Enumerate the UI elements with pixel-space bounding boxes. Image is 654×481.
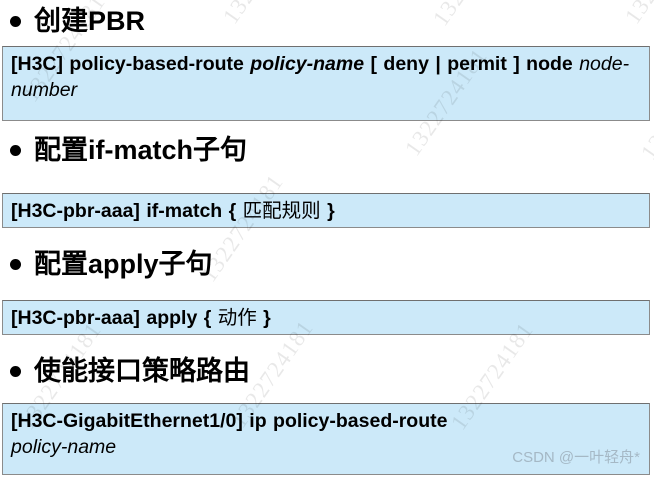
code-prompt: [H3C-GigabitEthernet1/0] xyxy=(11,410,243,432)
code-param-policy-name: policy-name xyxy=(250,53,365,75)
heading-text: 配置if-match子句 xyxy=(34,134,248,165)
heading-config-apply: 配置apply子句 xyxy=(0,245,654,283)
code-command: policy-based-route xyxy=(69,53,244,75)
code-param-action: 动作 xyxy=(217,307,257,329)
code-param-match-rule: 匹配规则 xyxy=(242,200,321,222)
heading-text: 配置apply子句 xyxy=(34,248,213,279)
code-command: apply xyxy=(146,307,198,329)
code-box-enable-interface: [H3C-GigabitEthernet1/0] ip policy-based… xyxy=(2,403,650,475)
code-box-if-match: [H3C-pbr-aaa] if-match { 匹配规则 } xyxy=(2,193,650,228)
code-options: [ deny | permit ] xyxy=(370,53,520,75)
bullet-dot-icon xyxy=(10,144,21,156)
heading-text: 创建PBR xyxy=(34,5,146,36)
code-box-create-pbr: [H3C] policy-based-route policy-name [ d… xyxy=(2,46,650,121)
code-line: [H3C-pbr-aaa] if-match { 匹配规则 } xyxy=(11,199,641,225)
code-box-apply: [H3C-pbr-aaa] apply { 动作 } xyxy=(2,300,650,335)
code-brace-close: } xyxy=(327,200,335,222)
bullet-dot-icon xyxy=(10,258,21,270)
code-line: [H3C] policy-based-route policy-name [ d… xyxy=(11,52,641,104)
code-prompt: [H3C-pbr-aaa] xyxy=(11,200,140,222)
code-brace-open: { xyxy=(228,200,237,222)
bullet-dot-icon xyxy=(10,365,21,377)
heading-enable-interface-pbr: 使能接口策略路由 xyxy=(0,352,654,390)
code-command: if-match xyxy=(146,200,223,222)
heading-create-pbr: 创建PBR xyxy=(0,2,654,40)
heading-text: 使能接口策略路由 xyxy=(34,355,250,386)
code-line: [H3C-pbr-aaa] apply { 动作 } xyxy=(11,306,641,332)
code-command: ip policy-based-route xyxy=(249,410,448,432)
bullet-dot-icon xyxy=(10,15,21,27)
heading-config-if-match: 配置if-match子句 xyxy=(0,131,654,169)
code-param-node-number: node-number xyxy=(11,53,630,101)
code-param-policy-name: policy-name xyxy=(11,435,117,458)
code-prompt: [H3C] xyxy=(11,53,63,75)
code-brace-close: } xyxy=(263,307,271,329)
code-brace-open: { xyxy=(203,307,212,329)
code-prompt: [H3C-pbr-aaa] xyxy=(11,307,140,329)
code-keyword-node: node xyxy=(526,53,573,75)
code-line: [H3C-GigabitEthernet1/0] ip policy-based… xyxy=(11,409,641,461)
